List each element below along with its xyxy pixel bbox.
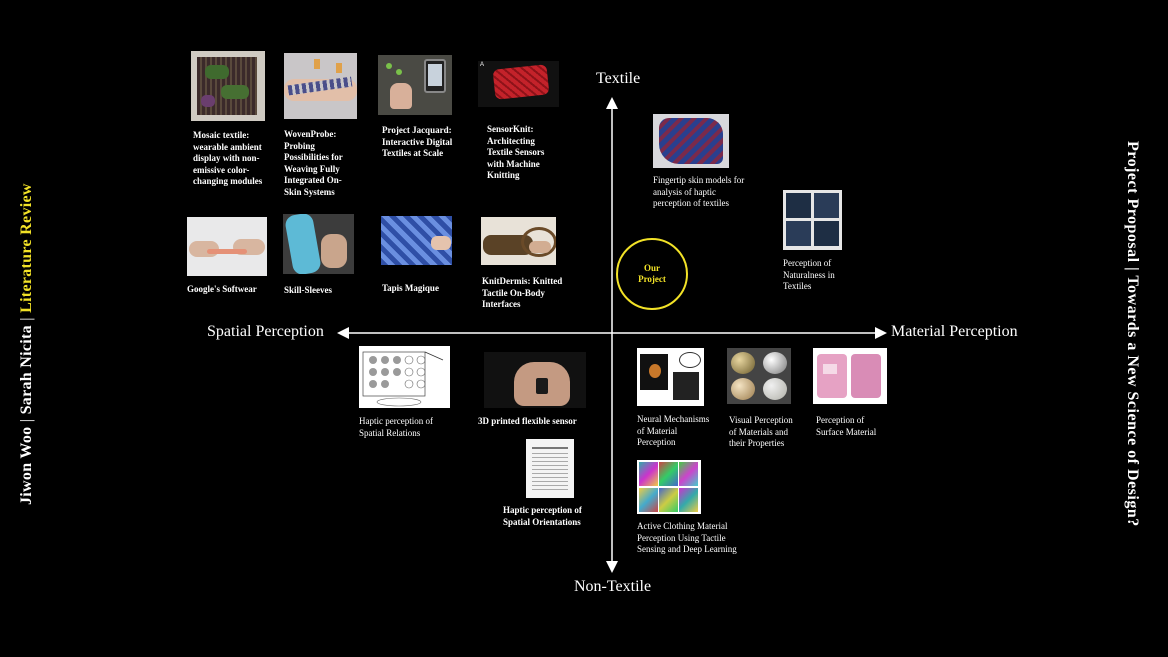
caption-mosaic-textile: Mosaic textile: wearable ambient display…: [193, 130, 263, 186]
our-project-line2: Project: [638, 274, 666, 284]
knitdermis-thumbnail: [481, 217, 556, 265]
caption-tapis-magique: Tapis Magique: [382, 283, 439, 293]
caption-fingertip-skin: Fingertip skin models for analysis of ha…: [653, 175, 745, 208]
axis-label-non-textile: Non-Textile: [574, 578, 652, 595]
caption-google-softwear: Google's Softwear: [187, 284, 257, 294]
project-jacquard-thumbnail: [378, 55, 452, 115]
caption-wovenprobe: WovenProbe: Probing Possibilities for We…: [284, 129, 343, 197]
caption-knitdermis: KnitDermis: Knitted Tactile On-Body Inte…: [482, 276, 563, 309]
tapis-magique-thumbnail: [381, 216, 452, 265]
sensorknit-thumbnail: A: [478, 61, 559, 107]
caption-flexible-sensor: 3D printed flexible sensor: [478, 416, 577, 426]
fingertip-skin-thumbnail: [653, 114, 729, 168]
axis-label-material-perception: Material Perception: [891, 323, 1018, 340]
caption-project-jacquard: Project Jacquard: Interactive Digital Te…: [382, 125, 453, 158]
our-project-marker: Our Project: [616, 238, 688, 310]
surface-material-thumbnail: [813, 348, 887, 404]
wovenprobe-thumbnail: [284, 53, 357, 119]
caption-surface-material: Perception of Surface Material: [816, 415, 877, 437]
active-clothing-thumbnail: [637, 460, 701, 514]
figure-tag: A: [480, 62, 485, 68]
caption-skill-sleeves: Skill-Sleeves: [284, 285, 333, 295]
flexible-sensor-thumbnail: [484, 352, 586, 408]
naturalness-thumbnail: [783, 190, 842, 250]
caption-spatial-orientations: Haptic perception of Spatial Orientation…: [503, 505, 582, 527]
softwear-thumbnail: [187, 217, 267, 276]
caption-material-properties: Visual Perception of Materials and their…: [729, 415, 793, 448]
spatial-relations-thumbnail: [359, 346, 450, 408]
skill-sleeves-thumbnail: [283, 214, 354, 274]
axis-label-spatial-perception: Spatial Perception: [207, 323, 324, 340]
our-project-line1: Our: [643, 263, 660, 273]
neural-mechanisms-thumbnail: [637, 348, 704, 406]
mosaic-textile-thumbnail: [191, 51, 265, 121]
caption-spatial-relations: Haptic perception of Spatial Relations: [359, 416, 433, 438]
caption-active-clothing: Active Clothing Material Perception Usin…: [637, 521, 737, 554]
spatial-orientations-thumbnail: [526, 439, 574, 498]
material-properties-thumbnail: [727, 348, 791, 404]
caption-naturalness: Perception of Naturalness in Textiles: [783, 258, 835, 291]
caption-neural-mechanisms: Neural Mechanisms of Material Perception: [637, 414, 710, 447]
caption-sensorknit: SensorKnit: Architecting Textile Sensors…: [487, 124, 545, 180]
axis-label-textile: Textile: [596, 70, 641, 87]
